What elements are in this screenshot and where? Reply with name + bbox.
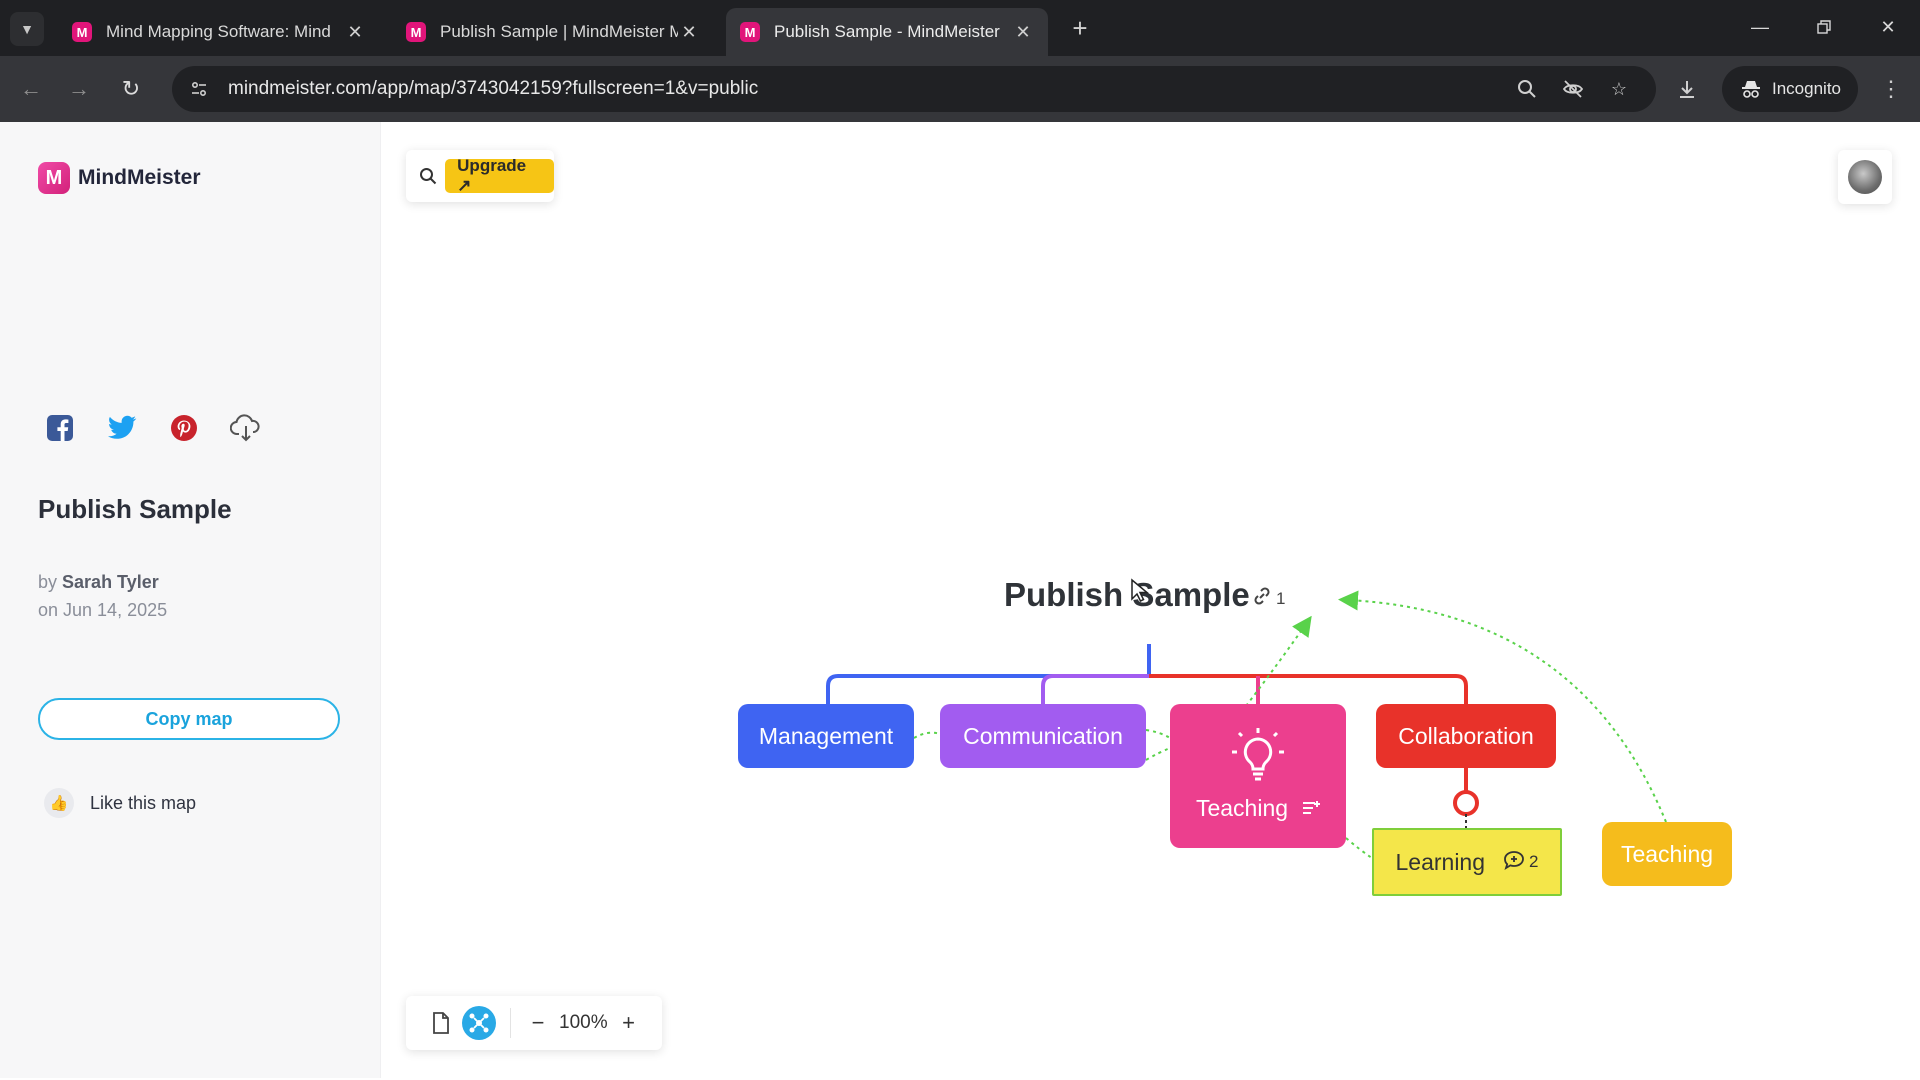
publish-date: on Jun 14, 2025 [38, 600, 168, 620]
eye-slash-icon[interactable] [1558, 74, 1588, 104]
comment-icon [1503, 850, 1525, 875]
close-icon[interactable]: ✕ [681, 21, 697, 42]
mindmeister-logo-icon: M [38, 162, 70, 194]
facebook-icon[interactable] [44, 412, 76, 444]
pinterest-icon[interactable] [168, 412, 200, 444]
outline-view-icon[interactable] [426, 1008, 456, 1038]
reload-icon[interactable]: ↻ [121, 76, 141, 101]
incognito-indicator[interactable]: Incognito [1722, 66, 1858, 112]
topic-management[interactable]: Management [738, 704, 914, 768]
close-icon[interactable]: ✕ [1015, 21, 1031, 42]
zoom-magnifier-icon[interactable] [1512, 74, 1542, 104]
topic-label: Teaching [1195, 794, 1289, 821]
forward-arrow-icon[interactable]: → [68, 76, 90, 101]
avatar-image [1848, 160, 1882, 194]
tab-title: Publish Sample - MindMeister [774, 22, 1000, 41]
close-icon[interactable]: ✕ [347, 21, 363, 42]
close-window-icon[interactable]: ✕ [1880, 16, 1896, 37]
floating-topic-teaching[interactable]: Teaching [1602, 822, 1732, 886]
by-prefix: by [38, 572, 58, 592]
link-count: 1 [1276, 588, 1286, 608]
brand-name: MindMeister [78, 166, 201, 189]
cloud-download-icon[interactable] [230, 412, 262, 444]
map-byline: by Sarah Tyler on Jun 14, 2025 [38, 568, 167, 624]
topic-teaching[interactable]: Teaching [1170, 704, 1346, 848]
map-title: Publish Sample [38, 494, 232, 524]
like-label: Like this map [90, 792, 197, 813]
mindmeister-favicon-icon: M [72, 22, 92, 42]
author-name[interactable]: Sarah Tyler [62, 572, 159, 592]
comments-badge[interactable]: 2 [1503, 850, 1539, 875]
bookmark-star-icon[interactable]: ☆ [1610, 78, 1628, 99]
comment-count: 2 [1529, 852, 1539, 871]
notes-icon[interactable] [1302, 795, 1321, 822]
zoom-toolbar: − 100% + [406, 996, 662, 1050]
back-arrow-icon[interactable]: ← [20, 76, 42, 101]
site-settings-icon[interactable] [184, 74, 214, 104]
thumbs-up-icon: 👍 [44, 788, 74, 818]
mindmeister-favicon-icon: M [406, 22, 426, 42]
more-menu-icon[interactable]: ⋮ [1880, 76, 1902, 101]
twitter-icon[interactable] [106, 412, 138, 444]
zoom-out-icon[interactable]: − [531, 1010, 545, 1035]
map-info-sidebar: M MindMeister Publish Sample by Sarah Ty… [0, 122, 381, 1078]
topic-collaboration[interactable]: Collaboration [1376, 704, 1556, 768]
copy-map-button[interactable]: Copy map [38, 698, 340, 740]
download-icon[interactable] [1672, 74, 1702, 104]
browser-tab-3-active[interactable]: M Publish Sample - MindMeister ✕ [726, 8, 1048, 56]
topic-label: Learning [1395, 848, 1486, 875]
mindmeister-logo[interactable]: M MindMeister [38, 162, 201, 194]
new-tab-plus-icon[interactable]: + [1072, 12, 1088, 43]
search-icon[interactable] [416, 164, 439, 188]
browser-tab-strip: ▼ M Mind Mapping Software: Mind ✕ M Publ… [0, 0, 1920, 56]
like-map-button[interactable]: 👍 Like this map [44, 788, 196, 818]
root-topic[interactable]: Publish Sample [1004, 576, 1250, 613]
zoom-level[interactable]: 100% [559, 1012, 608, 1033]
root-links-badge[interactable]: 1 [1252, 586, 1285, 611]
map-search-toolbar: Upgrade ↗ [406, 150, 554, 202]
link-icon [1252, 586, 1272, 611]
restore-window-icon[interactable] [1804, 12, 1844, 42]
tab-search-button[interactable]: ▼ [10, 12, 44, 46]
lightbulb-icon [1228, 725, 1288, 785]
topic-communication[interactable]: Communication [940, 704, 1146, 768]
upgrade-button[interactable]: Upgrade ↗ [445, 156, 554, 195]
mindmap-view-icon[interactable] [462, 1006, 496, 1040]
share-buttons [44, 412, 262, 444]
incognito-icon [1740, 78, 1762, 100]
mouse-cursor-icon [1131, 578, 1150, 603]
toolbar-divider [510, 1008, 511, 1038]
mindmeister-favicon-icon: M [740, 22, 760, 42]
minimize-icon[interactable]: — [1751, 16, 1769, 37]
address-bar[interactable]: mindmeister.com/app/map/3743042159?fulls… [172, 66, 1656, 112]
tab-title: Mind Mapping Software: Mind [106, 22, 331, 41]
browser-toolbar: ← → ↻ mindmeister.com/app/map/3743042159… [0, 56, 1920, 122]
browser-tab-2[interactable]: M Publish Sample | MindMeister M ✕ [392, 8, 714, 56]
incognito-label: Incognito [1772, 79, 1841, 98]
user-avatar[interactable] [1838, 150, 1892, 204]
tab-title: Publish Sample | MindMeister M [440, 22, 678, 41]
topic-learning[interactable]: Learning 2 [1372, 828, 1562, 896]
zoom-in-icon[interactable]: + [622, 1010, 636, 1035]
url-text[interactable]: mindmeister.com/app/map/3743042159?fulls… [228, 78, 759, 99]
chevron-down-icon: ▼ [20, 21, 34, 37]
browser-tab-1[interactable]: M Mind Mapping Software: Mind ✕ [58, 8, 380, 56]
